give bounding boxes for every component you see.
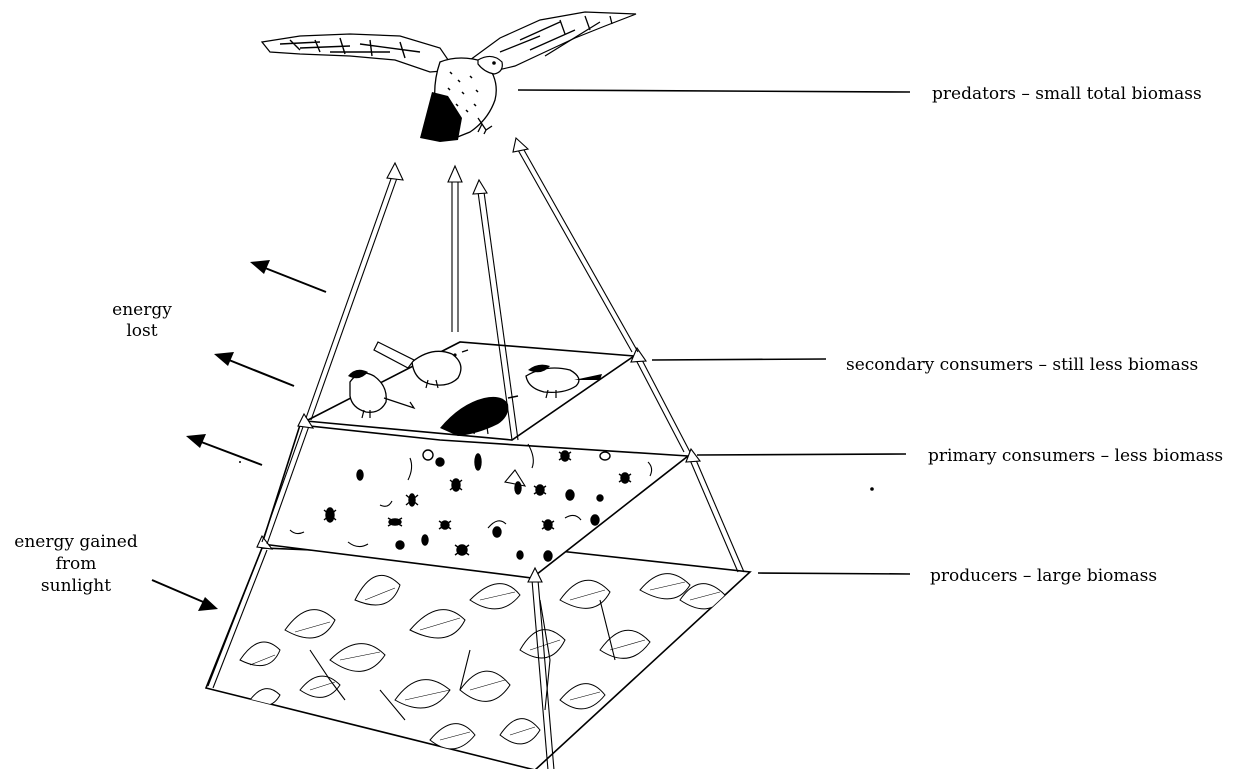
label-predators: predators – small total biomass: [932, 84, 1202, 104]
label-secondary-consumers: secondary consumers – still less biomass: [846, 355, 1198, 375]
label-energy-gained: energy gained from sunlight: [14, 532, 138, 596]
energy-gained-arrow: [152, 580, 218, 611]
scan-dot: [870, 487, 874, 491]
hawk-icon: [262, 12, 636, 142]
label-energy-lost: energy lost: [112, 300, 172, 341]
energy-lost-line-1: energy: [112, 300, 172, 320]
energy-gained-line-1: energy gained: [14, 532, 138, 552]
energy-gained-line-2: from: [56, 554, 97, 574]
energy-gained-line-3: sunlight: [41, 576, 111, 596]
label-primary-consumers: primary consumers – less biomass: [928, 446, 1223, 466]
label-producers: producers – large biomass: [930, 566, 1157, 586]
scan-dot: [239, 461, 241, 463]
energy-lost-line-2: lost: [126, 321, 157, 341]
